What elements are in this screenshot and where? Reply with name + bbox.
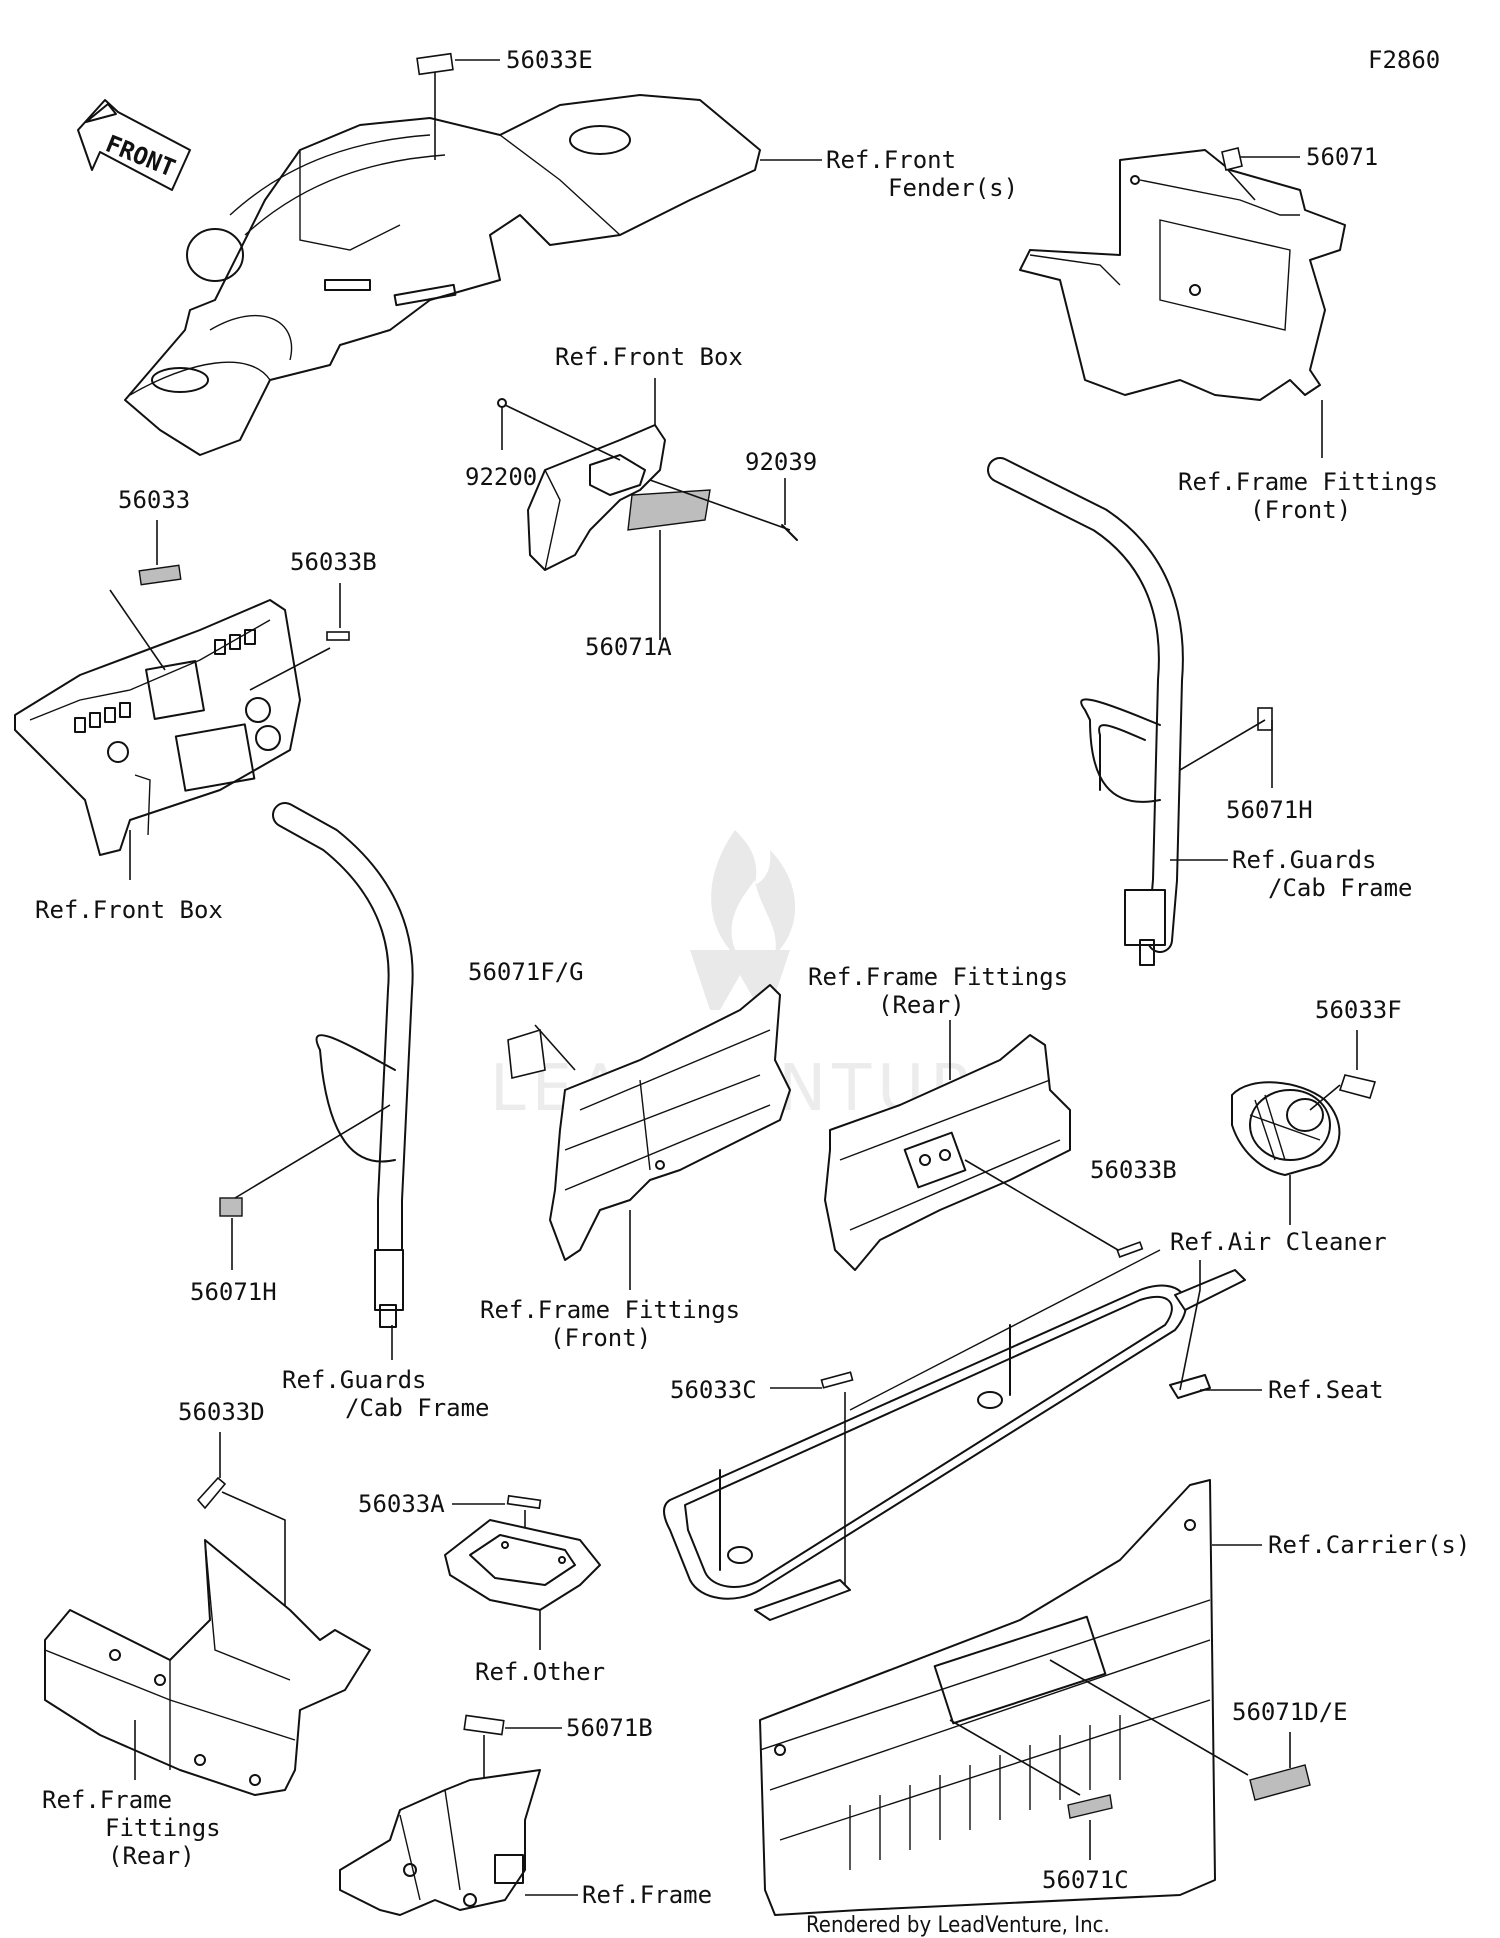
frame-part	[339, 1769, 541, 1916]
label-56071A: 56071A	[585, 633, 672, 661]
label-ref-frame-fittings-front-right-line2: (Front)	[1250, 496, 1351, 524]
label-ref-frame-fittings-front-mid-line2: (Front)	[550, 1324, 651, 1352]
decal-56033E	[416, 52, 454, 76]
decal-56071C	[1067, 1794, 1113, 1819]
decal-56033B-top	[326, 631, 350, 641]
label-ref-front-box-left: Ref.Front Box	[35, 896, 223, 924]
label-ref-seat: Ref.Seat	[1268, 1376, 1384, 1404]
label-56071D-E: 56071D/E	[1232, 1698, 1348, 1726]
decal-56071F-G	[507, 1028, 546, 1079]
decal-56071A	[627, 489, 711, 531]
decal-56033A	[506, 1494, 542, 1510]
label-ref-frame-fittings-rear-bottom-line2: Fittings	[105, 1814, 221, 1842]
decal-56071H-right	[1257, 707, 1273, 731]
label-ref-frame-fittings-rear-top-line2: (Rear)	[878, 991, 965, 1019]
label-56033A: 56033A	[358, 1490, 445, 1518]
front-arrow-icon: FRONT	[77, 99, 191, 191]
label-ref-air-cleaner: Ref.Air Cleaner	[1170, 1228, 1387, 1256]
seat-frame-part	[663, 1249, 1246, 1621]
label-ref-guards-left-line1: Ref.Guards	[282, 1366, 427, 1394]
label-56033B-top: 56033B	[290, 548, 377, 576]
label-56033D: 56033D	[178, 1398, 265, 1426]
label-ref-frame-fittings-rear-bottom-line3: (Rear)	[108, 1842, 195, 1870]
label-56071C: 56071C	[1042, 1866, 1129, 1894]
other-tray-part	[444, 1519, 601, 1611]
label-56033F: 56033F	[1315, 996, 1402, 1024]
decal-56071B	[463, 1714, 505, 1736]
label-56033: 56033	[118, 486, 190, 514]
label-ref-guards-left-line2: /Cab Frame	[345, 1394, 490, 1422]
carrier-bed-part	[759, 1479, 1216, 1916]
decal-56033C	[820, 1371, 854, 1389]
label-56071F-G: 56071F/G	[468, 958, 584, 986]
frame-fittings-front-center-part	[549, 984, 791, 1261]
label-56033B-mid: 56033B	[1090, 1156, 1177, 1184]
label-ref-frame-fittings-front-mid-line1: Ref.Frame Fittings	[480, 1296, 740, 1324]
guard-cab-frame-right-part	[987, 457, 1184, 966]
guard-cab-frame-left-part	[272, 802, 414, 1328]
decal-56033D	[196, 1476, 227, 1510]
label-56071H-left: 56071H	[190, 1278, 277, 1306]
label-ref-carriers: Ref.Carrier(s)	[1268, 1531, 1470, 1559]
footer-credit: Rendered by LeadVenture, Inc.	[806, 1913, 1110, 1938]
front-box-lid-part	[527, 424, 666, 571]
air-cleaner-part	[1231, 1081, 1341, 1176]
watermark-flame-icon	[711, 830, 796, 960]
front-box-dash-part	[14, 599, 301, 856]
label-ref-front-box-top: Ref.Front Box	[555, 343, 743, 371]
decal-56071	[1221, 147, 1243, 171]
label-ref-other: Ref.Other	[475, 1658, 605, 1686]
label-ref-guards-right-line1: Ref.Guards	[1232, 846, 1377, 874]
decal-56071H-left	[219, 1197, 243, 1217]
figure-id: F2860	[1368, 46, 1440, 74]
label-92200: 92200	[465, 463, 537, 491]
label-ref-guards-right-line2: /Cab Frame	[1268, 874, 1413, 902]
label-ref-frame-fittings-rear-top-line1: Ref.Frame Fittings	[808, 963, 1068, 991]
frame-fittings-rear-left-part	[44, 1539, 371, 1796]
label-92039: 92039	[745, 448, 817, 476]
label-56071: 56071	[1306, 143, 1378, 171]
frame-fittings-front-right-part	[1019, 149, 1346, 401]
label-ref-frame-fittings-front-right-line1: Ref.Frame Fittings	[1178, 468, 1438, 496]
label-ref-front-fender-line1: Ref.Front	[826, 146, 956, 174]
screw-92200	[497, 398, 507, 408]
label-ref-frame-fittings-rear-bottom-line1: Ref.Frame	[42, 1786, 172, 1814]
front-fender-part	[124, 94, 761, 456]
decal-56033	[138, 564, 182, 586]
label-56071H-right: 56071H	[1226, 796, 1313, 824]
label-56033C: 56033C	[670, 1376, 757, 1404]
decal-56033F	[1338, 1074, 1377, 1099]
decal-56033B-mid	[1116, 1241, 1144, 1258]
label-ref-front-fender-line2: Fender(s)	[888, 174, 1018, 202]
decal-56071D-E	[1249, 1764, 1311, 1801]
label-56071B: 56071B	[566, 1714, 653, 1742]
frame-fittings-rear-center-part	[824, 1034, 1071, 1271]
label-56033E: 56033E	[506, 46, 593, 74]
label-ref-frame: Ref.Frame	[582, 1881, 712, 1909]
